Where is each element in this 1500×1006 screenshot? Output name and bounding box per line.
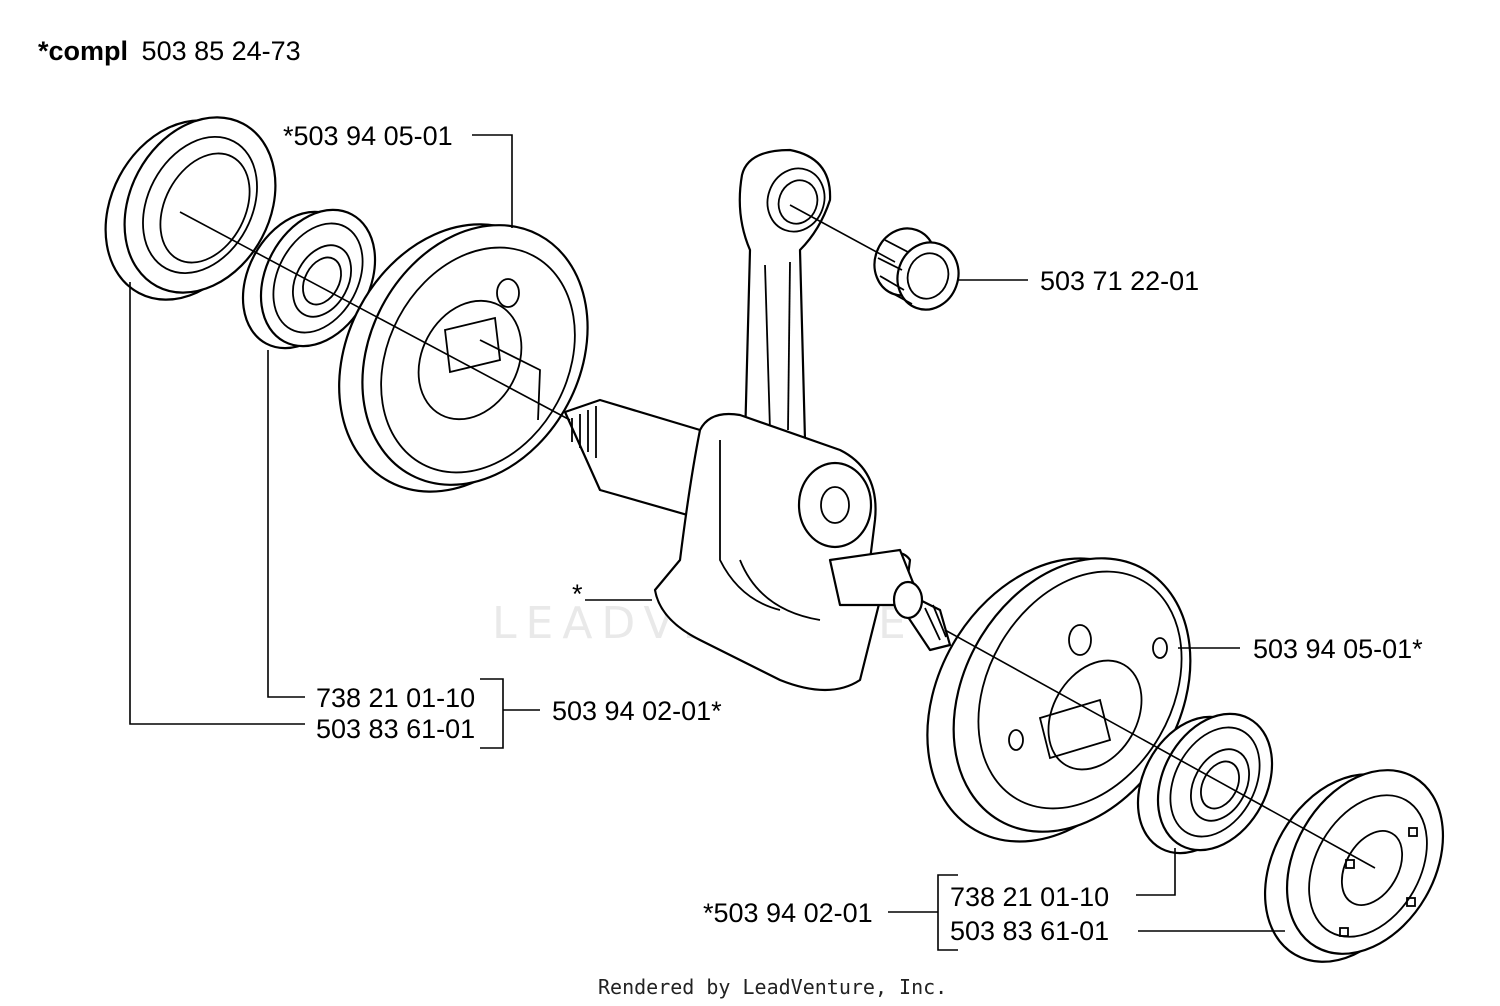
label-left-seal: 503 83 61-01 <box>316 714 475 744</box>
needle-bearing-part <box>873 227 960 311</box>
svg-text:*compl 503 85 24-73: *compl 503 85 24-73 <box>38 36 301 66</box>
header-prefix: *compl <box>38 36 128 66</box>
right-crank-web-part <box>926 557 1192 843</box>
label-crank-bearing-right: 503 94 05-01* <box>1253 634 1423 664</box>
header-label: *compl 503 85 24-73 <box>38 36 301 66</box>
label-left-bearing: 738 21 01-10 <box>316 683 475 713</box>
label-right-kit: *503 94 02-01 <box>703 898 873 928</box>
right-bearing-part <box>1136 712 1274 855</box>
label-crankshaft-asterisk: * <box>572 579 583 609</box>
label-right-bearing: 738 21 01-10 <box>950 882 1109 912</box>
leader-lines <box>129 134 1376 951</box>
label-right-seal: 503 83 61-01 <box>950 916 1109 946</box>
left-bearing-part <box>241 208 377 350</box>
left-seal-part <box>104 116 277 301</box>
header-part-number: 503 85 24-73 <box>142 36 301 66</box>
label-left-kit: 503 94 02-01* <box>552 696 722 726</box>
footer-credit: Rendered by LeadVenture, Inc. <box>598 975 947 999</box>
label-needle-bearing: 503 71 22-01 <box>1040 266 1199 296</box>
crankshaft-part <box>563 398 952 692</box>
label-crank-bearing-left: *503 94 05-01 <box>283 121 453 151</box>
